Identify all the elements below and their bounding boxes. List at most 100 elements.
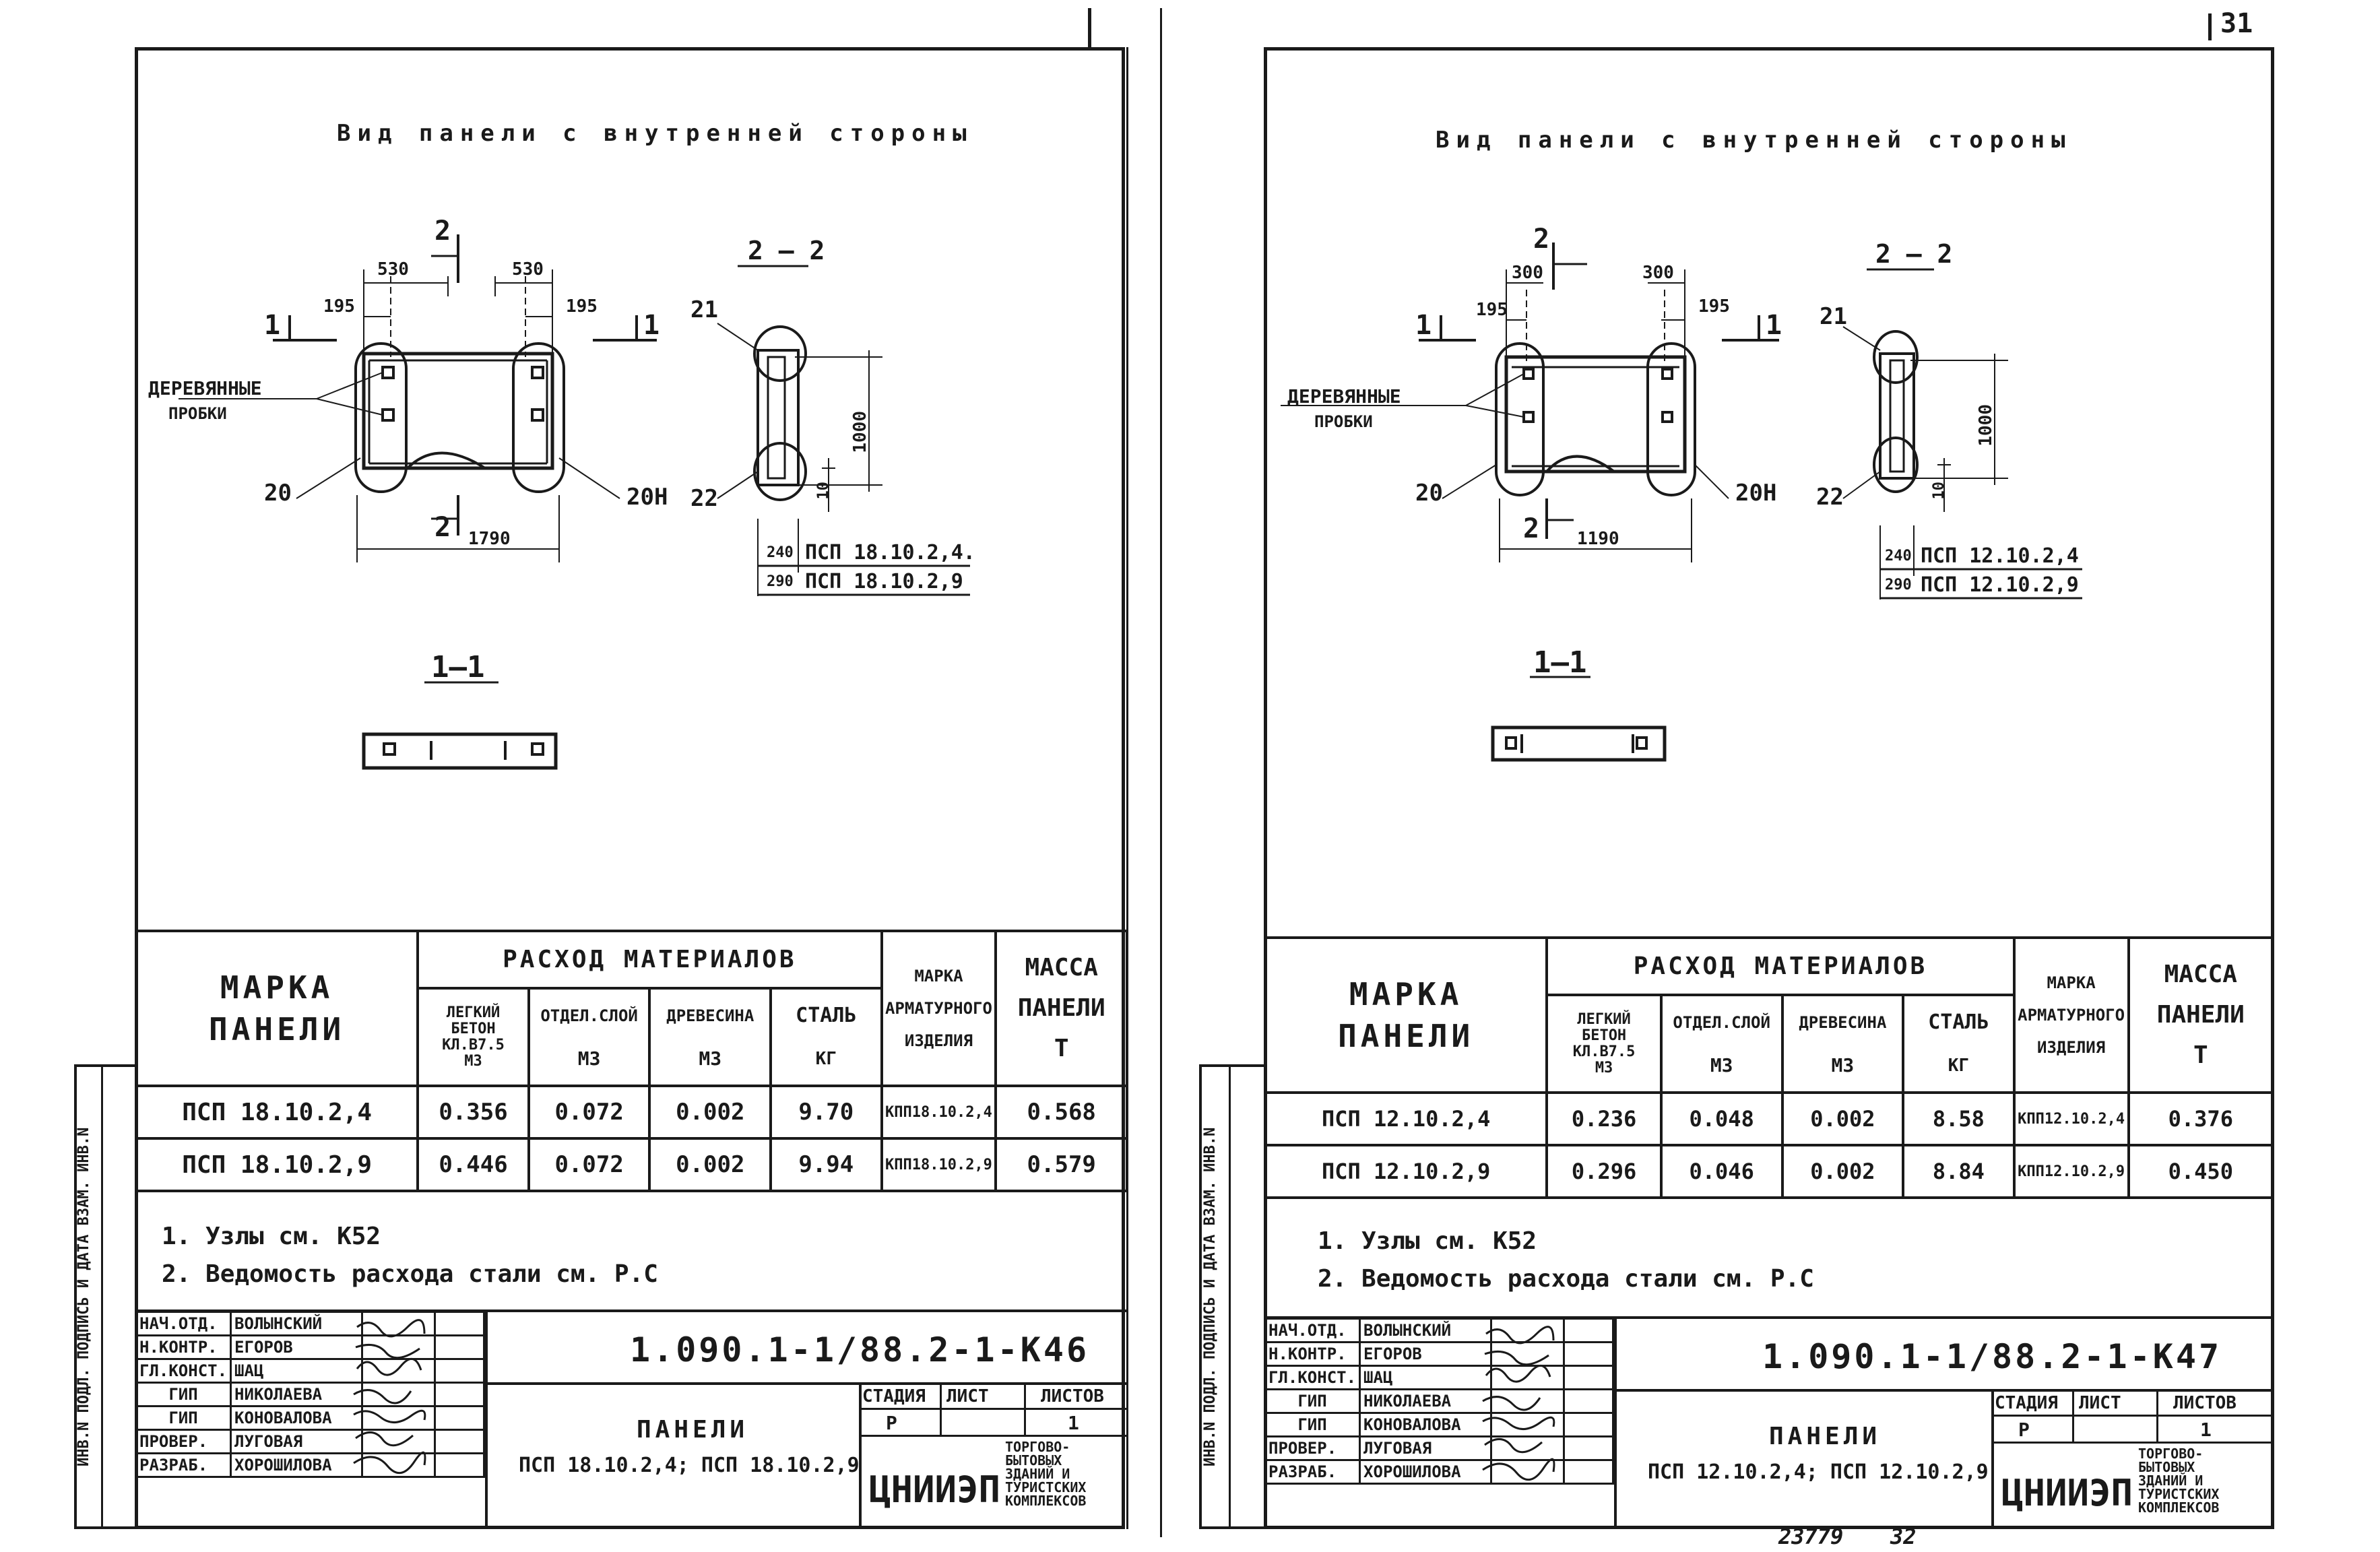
- stamp-role-row: РАЗРАБ.ХОРОШИЛОВА: [1263, 1459, 1614, 1485]
- date: [434, 1358, 485, 1384]
- stamp-role-row: Н.КОНТР.ЕГОРОВ: [134, 1334, 485, 1360]
- cell-wood: 0.002: [648, 1137, 773, 1192]
- stage-value: Р: [886, 1412, 897, 1434]
- col-mass-line2: ПАНЕЛИ: [1017, 994, 1105, 1022]
- wood-plugs-label-2: ПРОБКИ: [168, 404, 227, 423]
- notes: 1. Узлы см. К52 2. Ведомость расхода ста…: [162, 1218, 658, 1293]
- cell-steel: 9.70: [769, 1085, 883, 1140]
- col-steel-header: СТАЛЬ КГ: [769, 987, 883, 1087]
- cell-mass: 0.450: [2127, 1144, 2275, 1199]
- col-mass-line2: ПАНЕЛИ: [2156, 1001, 2245, 1029]
- col-armature-header: МАРКА АРМАТУРНОГО ИЗДЕЛИЯ: [2012, 936, 2130, 1094]
- role-title: Н.КОНТР.: [1263, 1341, 1361, 1367]
- role-name: НИКОЛАЕВА: [230, 1382, 364, 1407]
- wood-plugs-label-1: ДЕРЕВЯННЫЕ: [148, 377, 262, 399]
- sheets-label: ЛИСТОВ: [1041, 1386, 1104, 1406]
- cell-armature: КПП12.10.2,4: [2012, 1091, 2130, 1146]
- cut-marker-left: 1: [1415, 310, 1432, 341]
- callout-20n: 20Н: [1735, 480, 1777, 507]
- stamp-vert-1: [1614, 1318, 1617, 1529]
- org-desc-2: БЫТОВЫХ: [1005, 1452, 1062, 1468]
- note-1: 1. Узлы см. К52: [162, 1223, 381, 1250]
- col-wood-line1: ДРЕВЕСИНА: [1799, 1012, 1887, 1032]
- dim-edge-right: 195: [566, 296, 598, 317]
- col-wood-line1: ДРЕВЕСИНА: [666, 1006, 754, 1025]
- col-mass-line3: Т: [1054, 1035, 1069, 1062]
- dim-thick-a: 240: [767, 544, 794, 561]
- section-2-2-title: 2 — 2: [748, 236, 825, 265]
- cell-mark: ПСП 12.10.2,4: [1263, 1091, 1549, 1146]
- col-armature-line3: ИЗДЕЛИЯ: [904, 1031, 973, 1050]
- stamp-roles-table: НАЧ.ОТД.ВОЛЫНСКИЙ Н.КОНТР.ЕГОРОВ ГЛ.КОНС…: [134, 1311, 485, 1478]
- col-concrete-header: ЛЕГКИЙ БЕТОН КЛ.В7.5 М3: [1545, 994, 1663, 1094]
- section-2-2-title: 2 — 2: [1875, 239, 1953, 269]
- callout-21: 21: [690, 296, 718, 323]
- view-title: Вид панели с внутренней стороны: [337, 120, 973, 147]
- date: [434, 1452, 485, 1478]
- drawing-sheet-right: ИНВ.N ПОДЛ. ПОДПИСЬ И ДАТА ВЗАМ. ИНВ.N В…: [1190, 0, 2379, 1552]
- date: [434, 1334, 485, 1360]
- date: [1563, 1318, 1614, 1343]
- col-mass-header: МАССА ПАНЕЛИ Т: [2127, 936, 2275, 1094]
- org-desc-3: ЗДАНИЙ И: [1005, 1466, 1070, 1482]
- signature: [1490, 1412, 1566, 1437]
- top-tick-right: [2208, 13, 2212, 40]
- stamp-vert-2: [859, 1382, 862, 1529]
- org-desc-4: ТУРИСТСКИХ: [2138, 1486, 2220, 1502]
- cell-finish: 0.046: [1659, 1144, 1784, 1199]
- role-title: ГИП: [1263, 1388, 1361, 1414]
- cell-mark: ПСП 18.10.2,9: [134, 1137, 420, 1192]
- cell-finish: 0.048: [1659, 1091, 1784, 1146]
- stamp-row-line-1: [859, 1408, 1128, 1410]
- cell-steel: 8.58: [1902, 1091, 2016, 1146]
- org-desc: ТОРГОВО- БЫТОВЫХ ЗДАНИЙ И ТУРИСТСКИХ КОМ…: [1005, 1440, 1086, 1508]
- document-code: 1.090.1-1/88.2-1-К46: [630, 1330, 1090, 1369]
- cell-mark: ПСП 12.10.2,9: [1263, 1144, 1549, 1199]
- stamp-row-line-2: [859, 1435, 1128, 1437]
- cell-concrete: 0.446: [416, 1137, 530, 1192]
- cut-marker-bottom: 2: [435, 512, 451, 543]
- sidebar-strip: [1199, 1064, 1266, 1529]
- date: [434, 1405, 485, 1431]
- date: [1563, 1365, 1614, 1390]
- role-name: ХОРОШИЛОВА: [1359, 1459, 1493, 1485]
- cell-mass: 0.376: [2127, 1091, 2275, 1146]
- role-title: НАЧ.ОТД.: [1263, 1318, 1361, 1343]
- stamp-role-row: ПРОВЕР.ЛУГОВАЯ: [1263, 1435, 1614, 1461]
- thick-label-b: ПСП 12.10.2,9: [1921, 573, 2079, 597]
- date: [1563, 1459, 1614, 1485]
- stamp-title: ПАНЕЛИ: [637, 1416, 749, 1444]
- sheets-value: 1: [2200, 1419, 2212, 1441]
- dim-top-left: 300: [1512, 263, 1543, 283]
- dim-top-right: 530: [512, 259, 544, 280]
- table-row: ПСП 12.10.2,9 0.296 0.046 0.002 8.84 КПП…: [1263, 1144, 2275, 1199]
- cell-mass: 0.568: [994, 1085, 1128, 1140]
- role-name: ЛУГОВАЯ: [230, 1429, 364, 1454]
- thick-label-a: ПСП 12.10.2,4: [1921, 544, 2079, 568]
- col-mark-line1: МАРКА: [1349, 976, 1463, 1012]
- col-concrete-line3: КЛ.В7.5: [442, 1036, 505, 1054]
- col-steel-line2: КГ: [1948, 1055, 1970, 1076]
- org-name: ЦНИИЭП: [869, 1468, 1001, 1511]
- stamp-top-line: [1264, 1316, 2274, 1319]
- col-concrete-line4: М3: [464, 1052, 482, 1070]
- dim-depth: 10: [815, 482, 832, 500]
- org-desc-4: ТУРИСТСКИХ: [1005, 1479, 1087, 1495]
- sheet-frame: [1264, 47, 2274, 1529]
- cell-armature: КПП12.10.2,9: [2012, 1144, 2130, 1199]
- stamp-subtitle: ПСП 12.10.2,4; ПСП 12.10.2,9: [1648, 1460, 1989, 1484]
- section-1-1-title: 1—1: [431, 650, 485, 684]
- stamp-role-row: НАЧ.ОТД.ВОЛЫНСКИЙ: [134, 1311, 485, 1336]
- frame-inner-right: [1126, 47, 1128, 1529]
- stamp-role-row: ГЛ.КОНСТ.ШАЦ: [1263, 1365, 1614, 1390]
- stamp-code-bottom: [485, 1382, 1128, 1385]
- col-armature-header: МАРКА АРМАТУРНОГО ИЗДЕЛИЯ: [880, 930, 998, 1087]
- dim-depth: 10: [1931, 482, 1948, 500]
- stamp-code-bottom: [1614, 1389, 2274, 1392]
- sheet-label: ЛИСТ: [946, 1386, 989, 1406]
- materials-table: МАРКА ПАНЕЛИ РАСХОД МАТЕРИАЛОВ МАРКА АРМ…: [1263, 936, 2275, 1199]
- dim-edge-left: 195: [323, 296, 355, 317]
